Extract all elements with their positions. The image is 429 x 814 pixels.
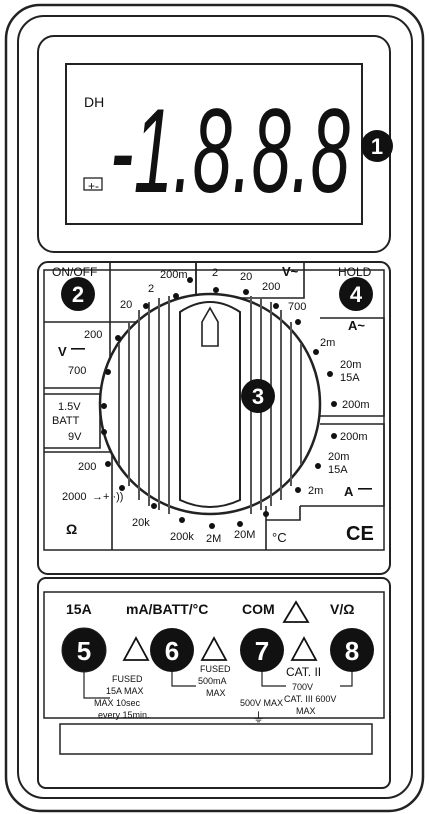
- batt-box: [44, 393, 101, 449]
- jack-15a-label: 15A: [66, 601, 92, 617]
- warning-icon: [200, 636, 228, 661]
- acv-range-20: 20: [240, 271, 252, 283]
- dial-grip: [179, 301, 241, 508]
- dca-symbol: A: [344, 484, 354, 499]
- aca-range-15a: 15A: [340, 372, 360, 384]
- callout-1: [361, 130, 393, 162]
- dh-indicator: DH: [84, 94, 104, 110]
- batt-label: BATT: [52, 415, 80, 427]
- callout-8-label: 8: [345, 636, 359, 666]
- jack-15a-bracket: [83, 672, 110, 699]
- battery-icon-frame: [83, 177, 103, 191]
- callout-7-label: 7: [255, 636, 269, 666]
- acv-range-700: 700: [288, 301, 306, 313]
- dcv-range-20: 20: [120, 299, 132, 311]
- callout-6-label: 6: [165, 636, 179, 666]
- batt-range-1-5v: 1.5V: [58, 401, 81, 413]
- callout-4[interactable]: [339, 277, 373, 311]
- cat-ii-label: CAT. II: [286, 665, 321, 679]
- ohm-range-20m: 20M: [234, 529, 255, 541]
- jack-com-bracket: [261, 672, 286, 687]
- jack-ma-label: mA/BATT/°C: [126, 601, 208, 617]
- ohm-symbol: Ω: [66, 521, 77, 537]
- dca-range-15a: 15A: [328, 464, 348, 476]
- jack-v[interactable]: [330, 628, 374, 672]
- rotary-dial[interactable]: [98, 292, 322, 516]
- dca-range-200m: 200m: [340, 431, 368, 443]
- dca-box: [300, 423, 385, 507]
- warning-icon: [282, 600, 310, 623]
- jack-com-label: COM: [242, 601, 275, 617]
- ground-icon: ⏚: [252, 710, 265, 725]
- aca-box: [320, 317, 385, 417]
- acv-range-200: 200: [262, 281, 280, 293]
- batt-range-9v: 9V: [68, 431, 82, 443]
- hold-label: HOLD: [338, 265, 372, 279]
- dcv-range-2: 2: [148, 283, 154, 295]
- jack-v-note-2: CAT. III 600V: [284, 694, 336, 704]
- on-off-label: ON/OFF: [52, 265, 97, 279]
- timing-note-2: every 15min.: [98, 710, 150, 720]
- jack-v-bracket: [340, 672, 353, 687]
- ohm-range-2000: 2000: [62, 491, 86, 503]
- jack-ma-note-1: FUSED: [200, 664, 231, 674]
- dcv-symbol: V: [58, 344, 67, 359]
- jack-com-note: 500V MAX: [240, 698, 283, 708]
- temp-label: °C: [272, 530, 287, 545]
- jack-com[interactable]: [240, 628, 284, 672]
- warning-icon: [122, 636, 150, 661]
- jack-panel: [37, 577, 391, 789]
- dca-dc-line: [358, 488, 372, 490]
- aca-symbol: A~: [348, 318, 365, 333]
- dcv-range-200m: 200m: [160, 269, 188, 281]
- lcd-digits: -1.8.8.8: [110, 84, 350, 218]
- dc-symbol-line: [71, 348, 85, 350]
- dcv-range-200: 200: [84, 329, 102, 341]
- aca-range-20m: 20m: [340, 359, 361, 371]
- jack-label-frame: [43, 591, 385, 719]
- range-dots: [101, 277, 337, 529]
- acv-symbol: V~: [282, 264, 299, 279]
- callout-4-label: 4: [350, 282, 363, 307]
- dcv-range-700: 700: [68, 365, 86, 377]
- ce-mark: CE: [346, 523, 374, 545]
- dcv-lower-box: [44, 321, 111, 389]
- dca-range-20m: 20m: [328, 451, 349, 463]
- jack-bottom-frame: [59, 723, 373, 755]
- jack-v-label: V/Ω: [330, 601, 354, 617]
- jack-ma-bracket: [171, 672, 196, 687]
- timing-note-1: MAX 10sec: [94, 698, 141, 708]
- jack-ma-note-3: MAX: [206, 688, 226, 698]
- battery-icon: +-: [88, 179, 99, 193]
- callout-2-label: 2: [72, 282, 84, 307]
- jack-v-note-3: MAX: [296, 706, 316, 716]
- jack-15a-note-1: FUSED: [112, 674, 143, 684]
- diode-continuity-icon: →+ ·)): [92, 491, 123, 503]
- aca-range-2m: 2m: [320, 337, 335, 349]
- ohm-range-200: 200: [78, 461, 96, 473]
- jack-ma-note-2: 500mA: [198, 676, 227, 686]
- callout-3: [241, 379, 275, 413]
- dca-range-2m: 2m: [308, 485, 323, 497]
- dial-pointer: [201, 306, 219, 347]
- callout-5-label: 5: [77, 636, 91, 666]
- ohm-range-20k: 20k: [132, 517, 150, 529]
- ohm-range-200k: 200k: [170, 531, 194, 543]
- aca-range-200m: 200m: [342, 399, 370, 411]
- acv-range-2: 2: [212, 267, 218, 279]
- jack-15a-note-2: 15A MAX: [106, 686, 144, 696]
- callout-3-label: 3: [252, 384, 264, 409]
- jack-ma[interactable]: [150, 628, 194, 672]
- warning-icon: [290, 636, 318, 661]
- callout-2[interactable]: [61, 277, 95, 311]
- callout-1-label: 1: [371, 134, 383, 159]
- jack-v-note-1: 700V: [292, 682, 313, 692]
- ohm-range-2m: 2M: [206, 533, 221, 545]
